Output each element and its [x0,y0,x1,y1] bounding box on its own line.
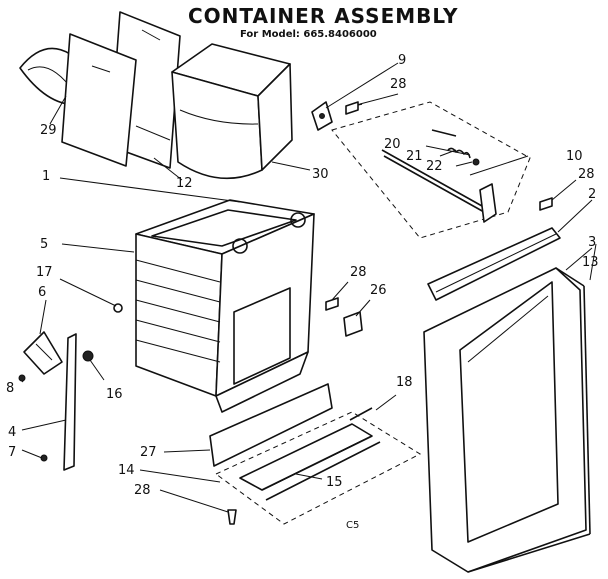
part-16-roller [82,350,94,362]
callout-3: 3 [588,235,596,250]
callout-8: 8 [6,381,14,396]
callout-13: 13 [582,255,599,270]
callout-1: 1 [42,169,50,184]
callout-10: 10 [566,149,583,164]
part-3-gasket [467,267,591,573]
part-30-container-bag [171,43,293,180]
part-14-track-assembly [209,383,422,525]
callout-17: 17 [36,265,53,280]
part-4-slide-rail [63,333,77,471]
part-6-bracket [23,331,63,375]
part-28-screw-top-right [539,197,553,211]
callout-27: 27 [140,445,157,460]
part-8-screw [18,374,26,382]
part-13-door [423,267,587,573]
diagram-title: CONTAINER ASSEMBLY [188,4,459,28]
callout-28-bottom: 28 [134,483,151,498]
callout-12: 12 [176,176,193,191]
callout-2: 2 [588,187,596,202]
part-12-bag-sheets [61,11,181,169]
model-subtitle: For Model: 665.8406000 [240,29,377,40]
callout-29: 29 [40,123,57,138]
part-26-clip [343,311,363,337]
part-28-screw-right [325,297,339,311]
callout-30: 30 [312,167,329,182]
callout-26: 26 [370,283,387,298]
callout-22: 22 [426,159,443,174]
part-2-top-rail [427,227,561,301]
callout-5: 5 [40,237,48,252]
leader-lines [21,62,597,513]
callout-9: 9 [398,53,406,68]
callout-28-mid: 28 [350,265,367,280]
callout-14: 14 [118,463,135,478]
callout-28-right: 28 [578,167,595,182]
callout-labels: 29 12 30 9 28 20 21 22 10 28 2 3 13 1 5 … [6,53,599,531]
part-28-screw-bottom [227,509,237,525]
callout-7: 7 [8,445,16,460]
part-28-screw-top [345,101,359,115]
part-5-container-body [135,199,315,413]
callout-15: 15 [326,475,343,490]
callout-18: 18 [396,375,413,390]
callout-4: 4 [8,425,16,440]
callout-6: 6 [38,285,46,300]
callout-20: 20 [384,137,401,152]
diagram-code: C5 [346,520,359,531]
part-10-lid-hardware [311,101,531,239]
callout-28-top: 28 [390,77,407,92]
callout-21: 21 [406,149,423,164]
callout-16: 16 [106,387,123,402]
